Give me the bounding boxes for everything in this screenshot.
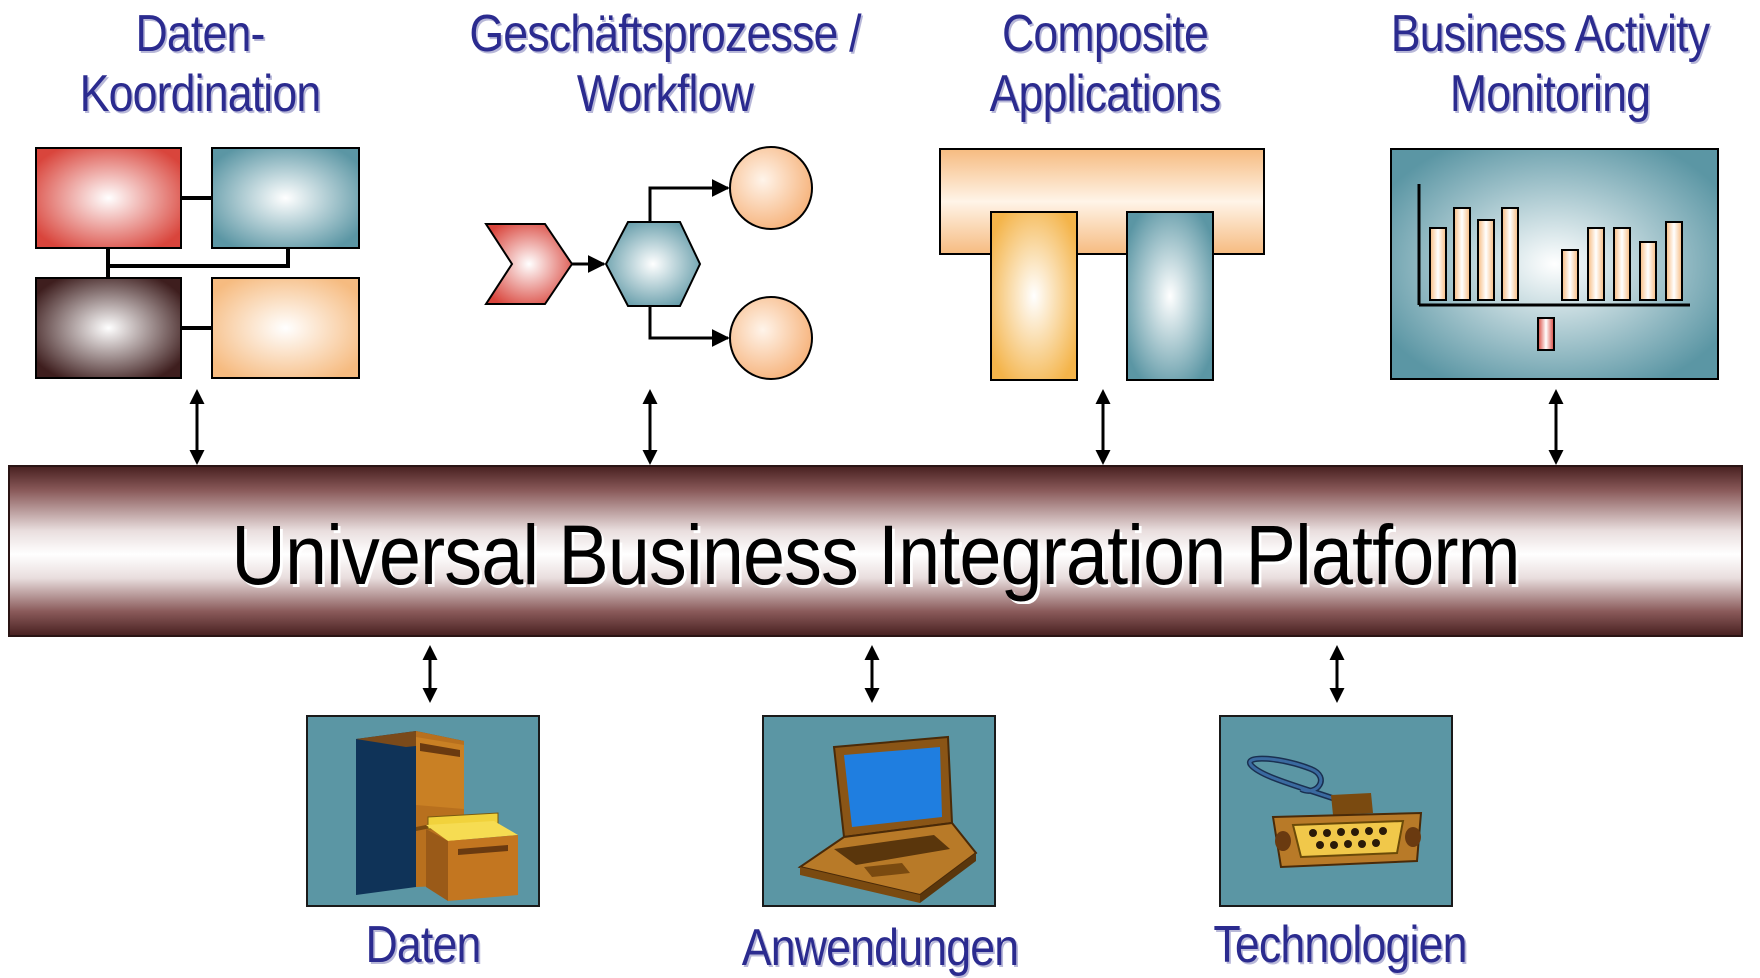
coordination-connectors — [106, 196, 290, 330]
label-line: Business Activity — [1390, 5, 1710, 63]
anwendungen-panel — [762, 715, 996, 907]
composite-left-block — [990, 211, 1078, 381]
label-line: Geschäftsprozesse / — [469, 5, 861, 63]
label-line: Daten- — [135, 5, 265, 63]
daten-panel — [306, 715, 540, 907]
end-circle-top — [729, 146, 813, 230]
process-hexagon-shape — [604, 221, 702, 307]
monitor-bars — [1429, 207, 1683, 351]
technologien-panel — [1219, 715, 1453, 907]
red-box — [35, 147, 182, 249]
label-line: Composite — [1001, 5, 1209, 63]
peach-box — [211, 277, 360, 379]
laptop-icon — [797, 735, 978, 903]
label-line: Workflow — [576, 65, 754, 123]
brown-box — [35, 277, 182, 379]
integration-platform-bar: Universal Business Integration Platform — [8, 465, 1743, 637]
composite-right-block — [1126, 211, 1214, 381]
label-technologien: Technologien — [1213, 916, 1467, 974]
serial-connector-icon — [1246, 755, 1423, 869]
label-daten: Daten — [365, 916, 481, 974]
label-daten-koordination: Daten- Koordination — [62, 4, 337, 124]
label-line: Koordination — [79, 65, 322, 123]
label-line: Monitoring — [1449, 65, 1651, 123]
end-circle-bottom — [729, 296, 813, 380]
label-composite-applications: Composite Applications — [963, 4, 1247, 124]
teal-box — [211, 147, 360, 249]
file-cabinet-icon — [356, 731, 518, 901]
label-business-activity-monitoring: Business Activity Monitoring — [1369, 4, 1730, 124]
label-line: Applications — [989, 65, 1222, 123]
start-chevron-shape — [484, 223, 574, 305]
platform-title: Universal Business Integration Platform — [231, 508, 1520, 602]
label-geschaeftsprozesse: Geschäftsprozesse / Workflow — [437, 4, 893, 124]
label-anwendungen: Anwendungen — [741, 919, 1019, 977]
